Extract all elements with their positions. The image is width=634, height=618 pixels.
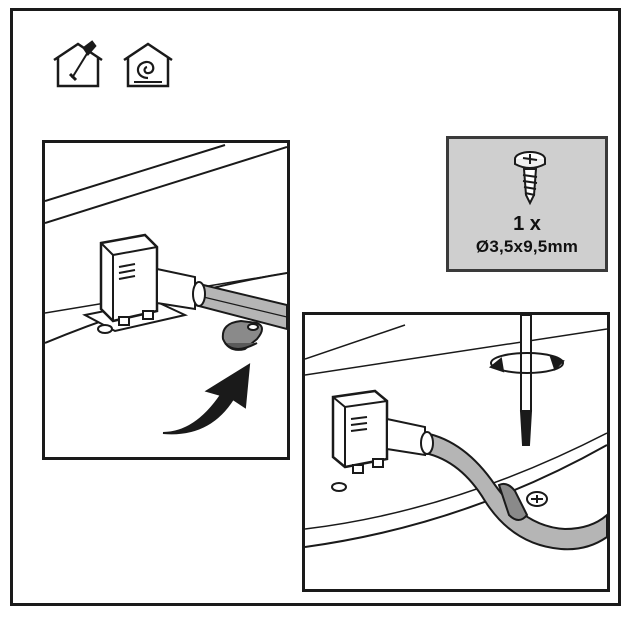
screw-icon: [514, 151, 546, 206]
cable: [156, 267, 287, 331]
screw-spec-box: 1 x Ø3,5x9,5mm: [446, 136, 608, 272]
cable-connector: [331, 389, 389, 492]
insert-arrow: [162, 363, 251, 435]
step-panel-clip: [42, 140, 290, 460]
rotate-icon: [488, 352, 565, 374]
screw-size: Ø3,5x9,5mm: [475, 237, 579, 256]
step-panel-screw: [302, 312, 610, 592]
ceiling-line: [45, 144, 226, 202]
screwdriver: [519, 315, 533, 446]
cable-connector: [97, 233, 159, 334]
house-spiral-icon: [123, 42, 173, 88]
pictogram-group: [50, 38, 190, 95]
screw-quantity: 1 x: [513, 213, 541, 235]
cable-clip: [497, 482, 548, 521]
cable: [386, 417, 607, 551]
cable-clip: [221, 319, 263, 351]
house-tool-icon: [53, 40, 103, 88]
